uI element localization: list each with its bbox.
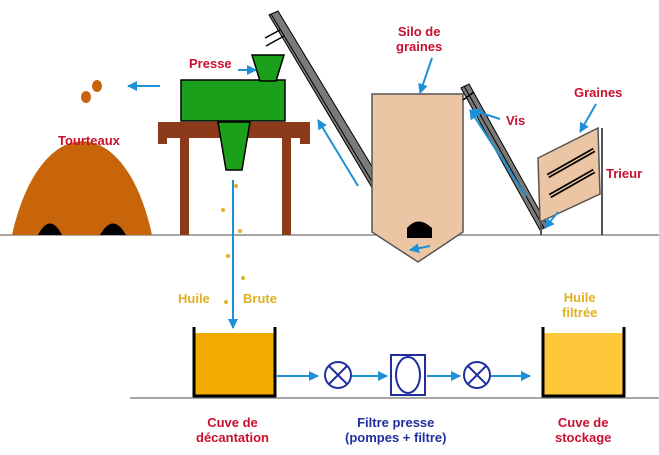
label-filtre-presse-line2: (pompes + filtre) [345,430,447,445]
label-cuve-decantation-line1: Cuve de [207,415,258,430]
filter [390,354,426,396]
silo [371,93,464,263]
label-silo-line2: graines [396,39,443,54]
label-tourteaux: Tourteaux [58,133,120,148]
flow-arrows [127,57,597,381]
label-trieur: Trieur [606,166,643,181]
arrow-sorter-top [579,103,597,133]
oil-drops [221,184,245,304]
label-vis: Vis [506,113,526,128]
label-graines: Graines [574,85,623,100]
cake-drops [81,80,102,103]
pump-2 [463,361,491,389]
arrow-silo-label [418,57,433,94]
sorter [537,126,603,235]
label-filtre-presse: Filtre presse (pompes + filtre) [345,415,447,445]
arrow-silo-bottom [409,243,431,254]
arrow-screw-press [317,119,359,187]
arrow-screw-silo [469,109,527,197]
pump-1 [324,361,352,389]
storage-tank [541,327,626,398]
tourteaux-pile [12,141,152,235]
label-cuve-stockage: Cuve de stockage [555,415,611,445]
label-cuve-stockage-line1: Cuve de [557,415,609,430]
label-silo-line1: Silo de [397,24,441,39]
label-cuve-decantation-line2: décantation [196,430,269,445]
label-brute: Brute [243,291,277,306]
arrow-sorter-bottom [544,211,559,229]
label-huile-filtree-line1: Huile [563,290,596,305]
label-cuve-stockage-line2: stockage [555,430,612,445]
label-filtre-presse-line1: Filtre presse [357,415,435,430]
decantation-tank [192,327,277,398]
label-huile-filtree-line2: filtrée [562,305,598,320]
arrow-vis-label [471,107,501,120]
label-huile: Huile [178,291,210,306]
label-huile-filtree: Huile filtrée [562,290,597,320]
label-silo: Silo de graines [396,24,442,54]
press [180,54,286,171]
screw-conveyor-silo [460,83,549,231]
label-presse: Presse [189,56,232,71]
label-cuve-decantation: Cuve de décantation [196,415,269,445]
